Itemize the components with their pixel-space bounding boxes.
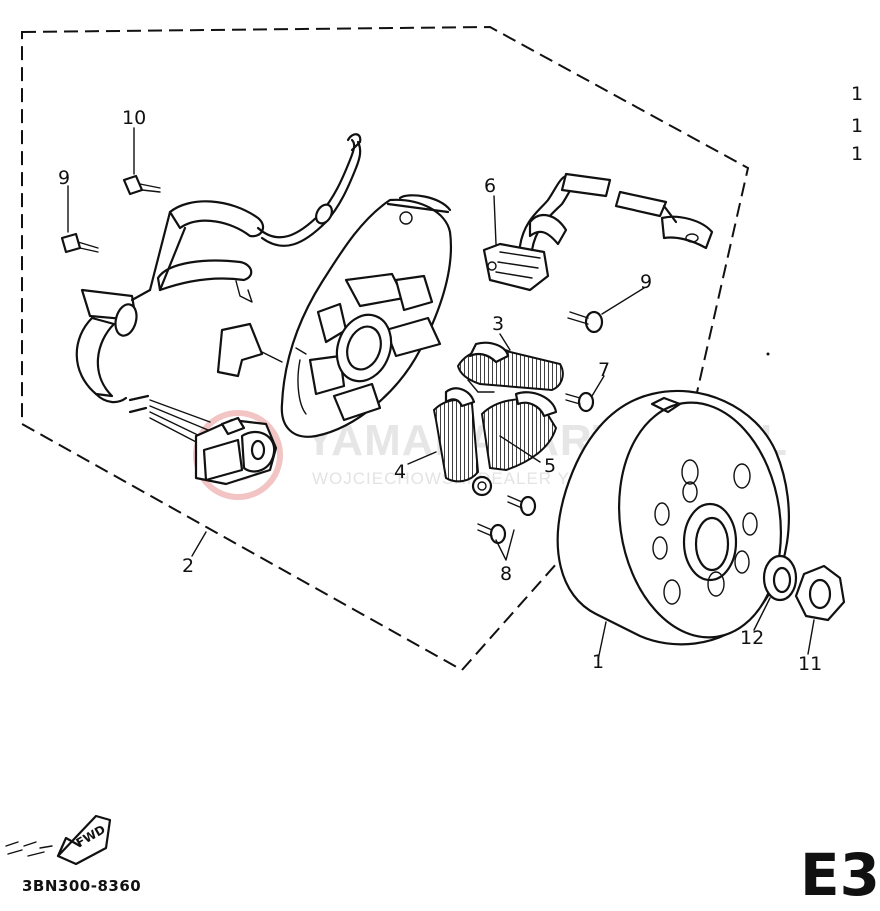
screw-7	[565, 391, 595, 413]
part-number: 3BN300-8360	[22, 877, 142, 895]
pickup-coil	[482, 172, 714, 292]
callout-7: 7	[598, 359, 610, 381]
callout-9-right: 9	[640, 271, 652, 293]
stator-base-plate	[280, 194, 453, 438]
wire-harness	[75, 133, 362, 486]
nut-11	[794, 564, 846, 622]
coil-5	[471, 391, 558, 497]
leader-lines	[67, 127, 815, 661]
edge-mark-1: 1	[851, 83, 863, 105]
fwd-arrow-icon: FWD	[5, 814, 112, 866]
screws-8	[477, 495, 537, 545]
callout-9-left: 9	[58, 167, 70, 189]
main-connector	[194, 416, 278, 486]
callout-4: 4	[394, 461, 406, 483]
callout-10: 10	[122, 107, 146, 129]
screw-9-left	[60, 232, 99, 254]
exploded-parts-diagram: YAMAHAPARTNER.PL WOJCIECHOWSKI DEALER YA…	[5, 25, 863, 866]
edge-mark-2: 1	[851, 115, 863, 137]
coil-4	[432, 387, 480, 483]
callout-12: 12	[740, 627, 764, 649]
page-code: E3	[800, 841, 880, 909]
flywheel-rotor	[556, 389, 790, 646]
screw-10	[122, 174, 161, 196]
edge-marks: 1 1 1	[851, 83, 863, 165]
callout-5: 5	[544, 455, 556, 477]
callout-3: 3	[492, 313, 504, 335]
callout-6: 6	[484, 175, 496, 197]
callout-11: 11	[798, 653, 822, 675]
edge-mark-3: 1	[851, 143, 863, 165]
callout-8: 8	[500, 563, 512, 585]
callout-labels: 1 2 3 4 5 6 7 8 9 9 10 11 12	[58, 107, 822, 675]
coil-3	[456, 341, 564, 393]
screw-9-right	[567, 310, 604, 334]
callout-2: 2	[182, 555, 194, 577]
washer-12	[762, 554, 798, 602]
watermark-subtext: WOJCIECHOWSKI DEALER YAMAHA	[312, 469, 634, 488]
callout-1: 1	[592, 651, 604, 673]
